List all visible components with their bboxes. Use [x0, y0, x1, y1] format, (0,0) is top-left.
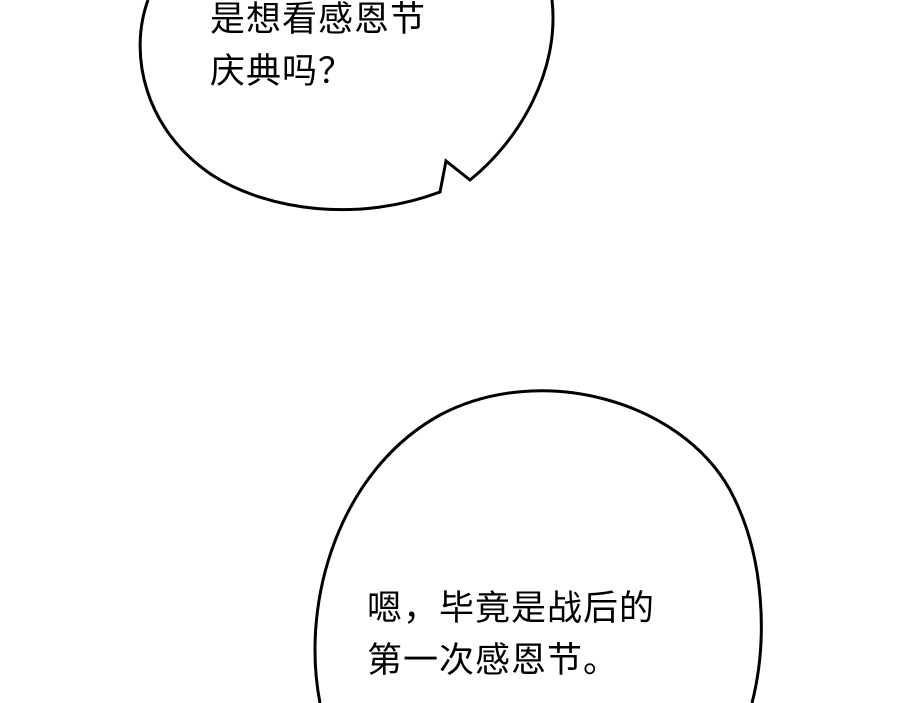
speech-line: 庆典吗？	[210, 52, 355, 92]
speech-line: 是想看感恩节	[210, 0, 427, 40]
speech-text-bottom: 嗯，毕竟是战后的 第一次感恩节。	[367, 583, 655, 687]
speech-bubble-top	[138, 0, 555, 212]
speech-text-top: 是想看感恩节 庆典吗？	[210, 0, 426, 98]
speech-line: 第一次感恩节。	[367, 641, 620, 681]
speech-bubble-bottom	[313, 389, 763, 703]
speech-line: 嗯，毕竟是战后的	[367, 589, 656, 629]
